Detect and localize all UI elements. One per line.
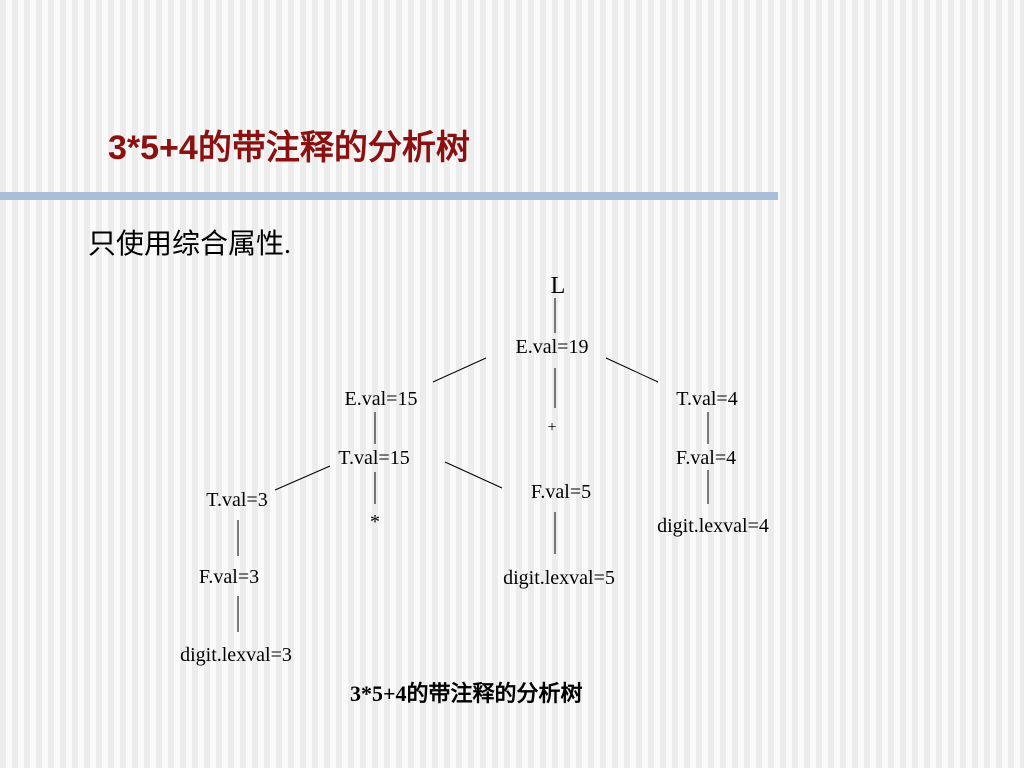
tree-edges <box>237 298 709 632</box>
node-plus: + <box>547 419 556 436</box>
node-T-val-4: T.val=4 <box>676 388 737 410</box>
node-F-val-3: F.val=3 <box>199 566 259 588</box>
title-divider <box>0 192 778 200</box>
node-digit-lexval-4: digit.lexval=4 <box>657 515 769 537</box>
bullet-text: 只使用综合属性. <box>88 229 292 260</box>
node-star: * <box>370 511 380 533</box>
tree-nodes: L E.val=19 E.val=15 + T.val=4 T.val=15 F… <box>180 273 769 666</box>
node-E-val-19: E.val=19 <box>516 336 589 358</box>
edge-E19-T4 <box>605 357 659 383</box>
node-digit-lexval-5: digit.lexval=5 <box>503 567 615 589</box>
node-digit-lexval-3: digit.lexval=3 <box>180 644 292 666</box>
node-T-val-15: T.val=15 <box>338 447 409 469</box>
slide-title: 3*5+4的带注释的分析树 <box>108 129 470 167</box>
node-E-val-15: E.val=15 <box>345 388 418 410</box>
node-F-val-4: F.val=4 <box>676 447 736 469</box>
edge-T15-F5 <box>444 461 503 489</box>
node-L: L <box>551 273 566 299</box>
figure-caption: 3*5+4的带注释的分析树 <box>350 681 583 706</box>
edge-E19-E15 <box>432 357 487 383</box>
node-F-val-5: F.val=5 <box>531 481 591 503</box>
edge-T15-T3 <box>274 465 331 491</box>
node-T-val-3: T.val=3 <box>206 489 267 511</box>
